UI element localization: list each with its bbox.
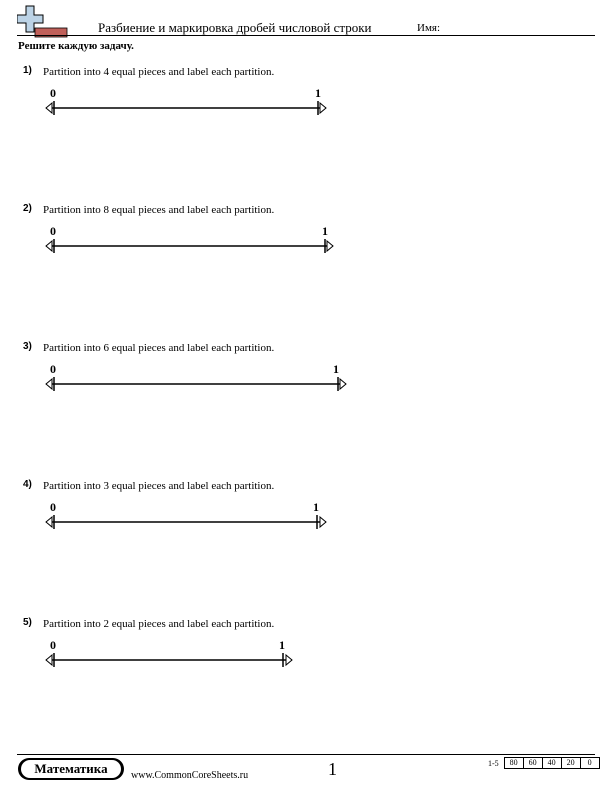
number-line: 0 1	[45, 500, 327, 529]
right-arrow-icon	[339, 377, 347, 391]
number-line: 0 1	[45, 362, 347, 391]
left-arrow-icon	[45, 239, 53, 253]
page-number: 1	[328, 759, 337, 779]
problem-number: 4)	[23, 479, 32, 490]
left-arrow-icon	[45, 653, 53, 667]
problem-text: Partition into 8 equal pieces and label …	[43, 204, 275, 216]
logo-minus-bar	[34, 27, 68, 38]
brand-label: Математика	[21, 760, 121, 778]
score-cell: 0	[579, 757, 600, 769]
score-cell: 20	[560, 757, 581, 769]
plus-minus-logo-icon	[17, 5, 68, 38]
label-start: 0	[50, 224, 56, 238]
footer-divider	[17, 754, 595, 755]
number-line: 0 1	[45, 638, 293, 667]
problem-number: 1)	[23, 65, 32, 76]
problem-2: 2) Partition into 8 equal pieces and lab…	[0, 203, 612, 273]
instructions: Решите каждую задачу.	[18, 40, 134, 52]
label-end: 1	[279, 638, 285, 652]
brand-badge: Математика	[18, 758, 124, 780]
problem-1: 1) Partition into 4 equal pieces and lab…	[0, 65, 612, 135]
label-start: 0	[50, 362, 56, 376]
problem-number: 5)	[23, 617, 32, 628]
name-label: Имя:	[417, 22, 441, 34]
problem-text: Partition into 3 equal pieces and label …	[43, 480, 275, 492]
left-arrow-icon	[45, 515, 53, 529]
right-arrow-icon	[285, 653, 293, 667]
left-arrow-icon	[45, 377, 53, 391]
left-arrow-icon	[45, 101, 53, 115]
problem-text: Partition into 6 equal pieces and label …	[43, 342, 275, 354]
right-arrow-icon	[326, 239, 334, 253]
problem-number: 2)	[23, 203, 32, 214]
label-start: 0	[50, 638, 56, 652]
label-end: 1	[322, 224, 328, 238]
problem-text: Partition into 2 equal pieces and label …	[43, 618, 275, 630]
score-key: 1-5 80 60 40 20 0	[488, 757, 600, 769]
label-end: 1	[333, 362, 339, 376]
number-line: 0 1	[45, 224, 334, 253]
worksheet-title: Разбиение и маркировка дробей числовой с…	[98, 20, 372, 35]
site-url: www.CommonCoreSheets.ru	[131, 770, 249, 781]
number-line: 0 1	[45, 86, 327, 115]
label-end: 1	[313, 500, 319, 514]
right-arrow-icon	[319, 515, 327, 529]
score-cell: 40	[541, 757, 562, 769]
logo-plus-cross	[17, 5, 44, 33]
label-end: 1	[315, 86, 321, 100]
problem-text: Partition into 4 equal pieces and label …	[43, 66, 275, 78]
label-start: 0	[50, 500, 56, 514]
right-arrow-icon	[319, 101, 327, 115]
score-cell: 60	[522, 757, 543, 769]
problem-5: 5) Partition into 2 equal pieces and lab…	[0, 617, 612, 687]
label-start: 0	[50, 86, 56, 100]
score-range: 1-5	[488, 758, 499, 768]
problem-number: 3)	[23, 341, 32, 352]
score-cell: 80	[503, 757, 524, 769]
problem-4: 4) Partition into 3 equal pieces and lab…	[0, 479, 612, 549]
header-divider	[17, 35, 595, 36]
problem-3: 3) Partition into 6 equal pieces and lab…	[0, 341, 612, 411]
